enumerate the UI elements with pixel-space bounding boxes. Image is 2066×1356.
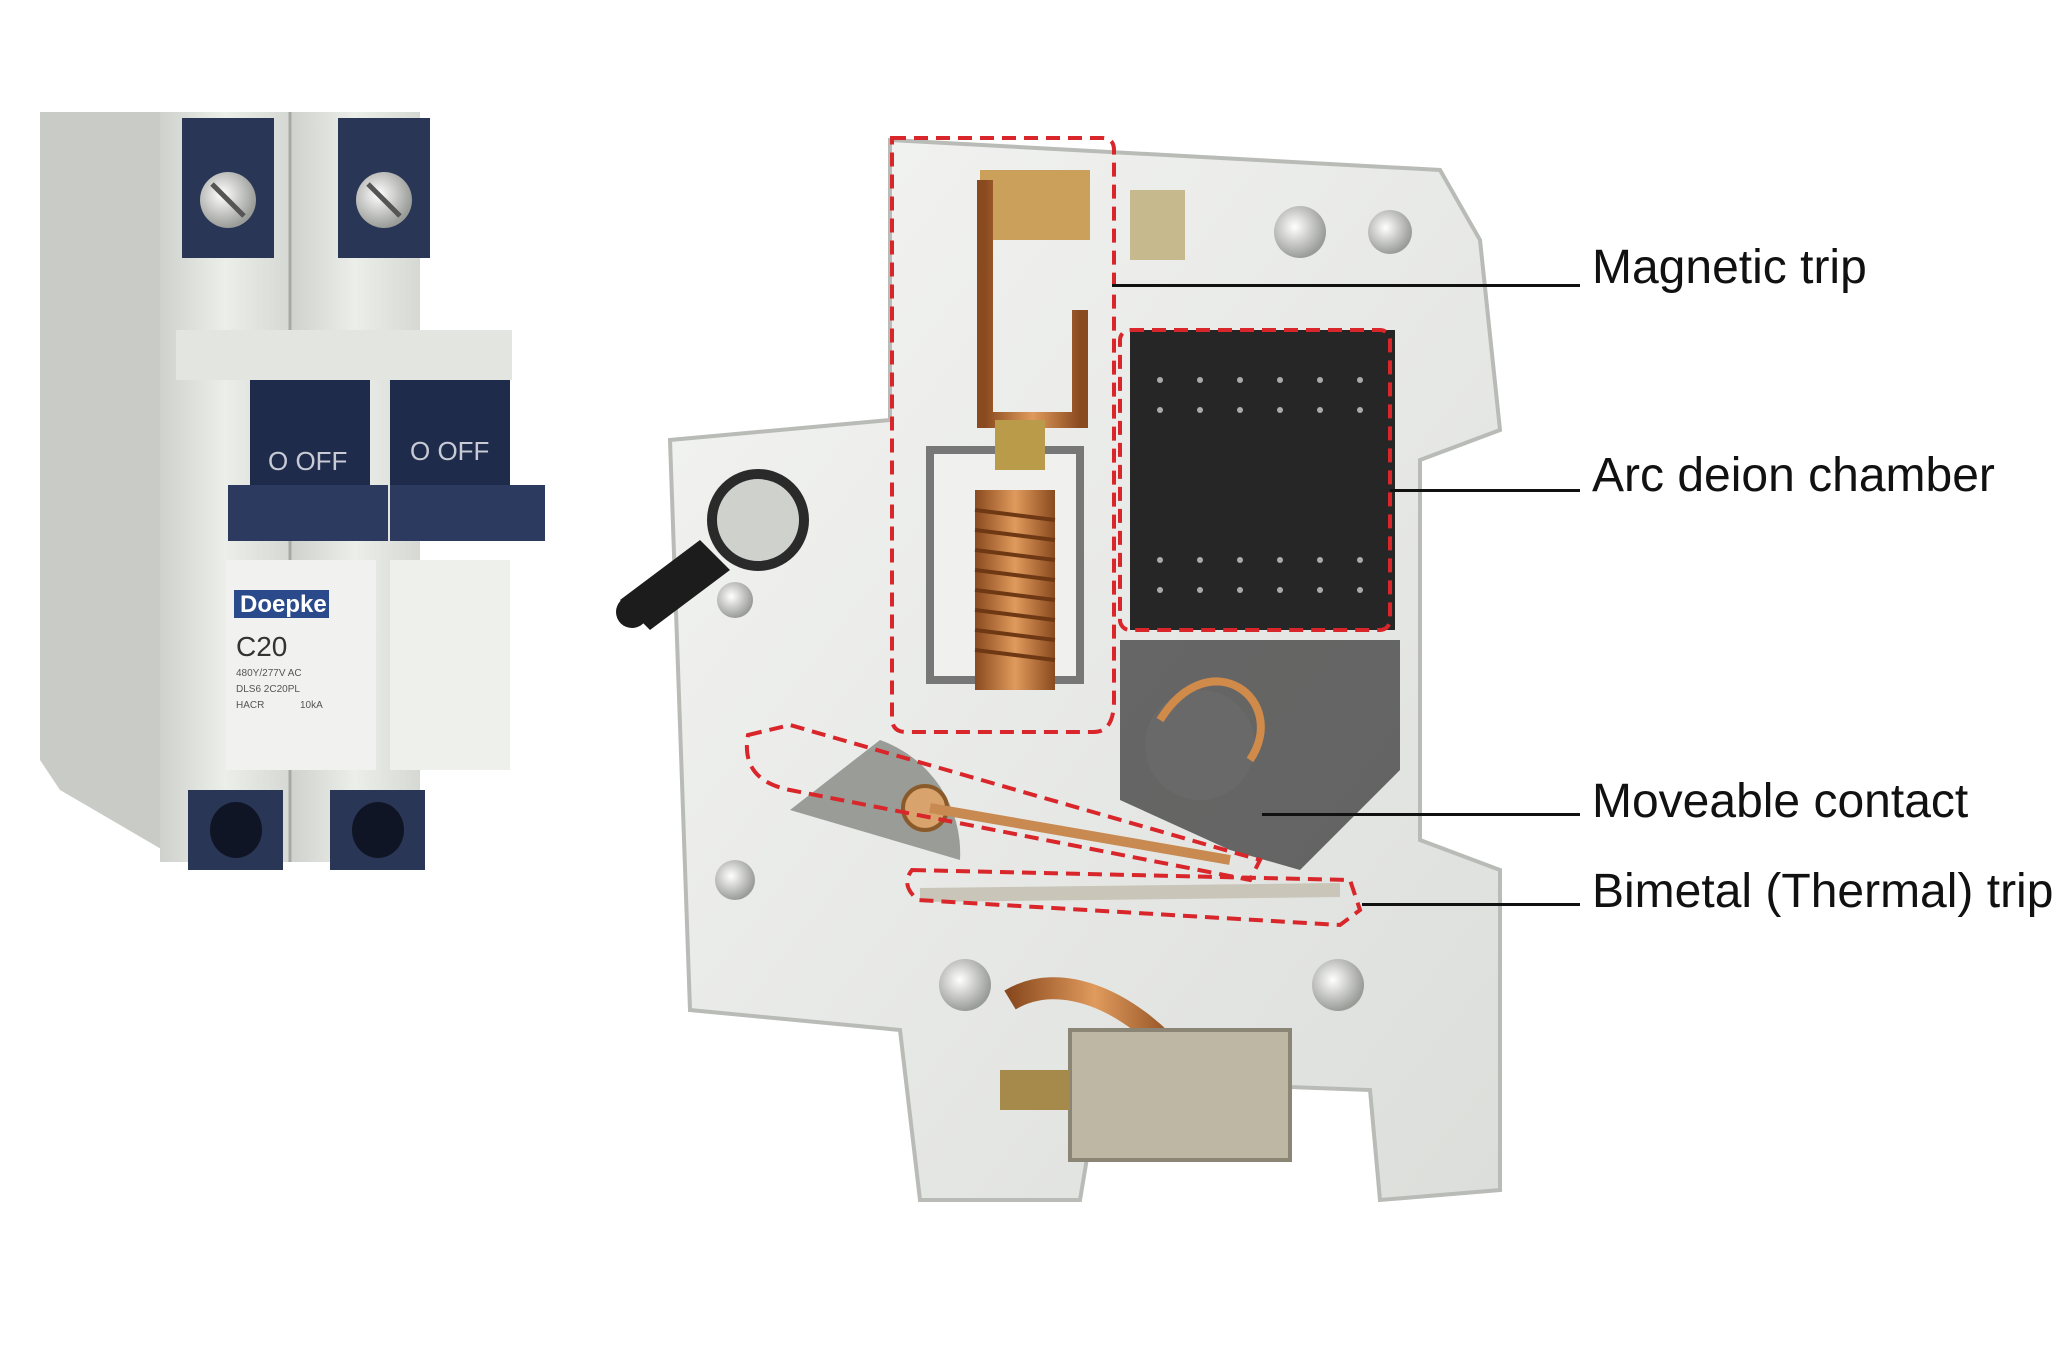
operating-lever — [620, 540, 730, 630]
rating-label: C20 — [236, 631, 287, 662]
bimetal-trip-highlight — [905, 867, 1363, 928]
pole-2-handle-mark: O OFF — [410, 436, 489, 466]
arc-chamber-highlight — [1118, 328, 1392, 632]
magnetic-trip-highlight — [890, 136, 1116, 734]
callout-magnetic-trip: Magnetic trip — [1592, 241, 1867, 294]
spec-line-3: HACR — [236, 700, 264, 711]
housing-screw-top — [1274, 206, 1326, 258]
callout-bimetal-thermal-trip: Bimetal (Thermal) trip — [1592, 865, 2054, 918]
magnetic-trip-coil — [926, 420, 1084, 690]
housing-screw-bottom-left — [939, 959, 991, 1011]
pole-1-handle-mark: O OFF — [268, 446, 347, 476]
arc-chamber-stack — [1130, 330, 1395, 630]
brand-logo: Doepke — [240, 591, 327, 618]
callout-moveable-contact: Moveable contact — [1592, 775, 1969, 828]
spec-line-1: 480Y/277V AC — [236, 668, 302, 679]
bimetal-trip-leader — [1362, 903, 1580, 906]
moveable-contact-leader — [1262, 813, 1580, 816]
cutaway-breaker — [616, 136, 1503, 1203]
callout-arc-deion-chamber: Arc deion chamber — [1592, 449, 1995, 502]
magnetic-trip-leader — [1112, 284, 1580, 287]
spec-line-4: 10kA — [300, 700, 323, 711]
housing-screw-bottom-right — [1312, 959, 1364, 1011]
arc-chamber-leader — [1390, 489, 1580, 492]
spec-line-2: DLS6 2C20PL — [236, 684, 300, 695]
two-pole-breaker: O OFF O OFF Doepke C20 480Y/277V AC DLS6… — [40, 112, 545, 870]
bottom-terminal-clamp — [1068, 1028, 1292, 1162]
lever-pivot — [707, 469, 809, 571]
moveable-contact-highlight — [744, 722, 1263, 883]
breaker-side-panel — [40, 112, 180, 860]
